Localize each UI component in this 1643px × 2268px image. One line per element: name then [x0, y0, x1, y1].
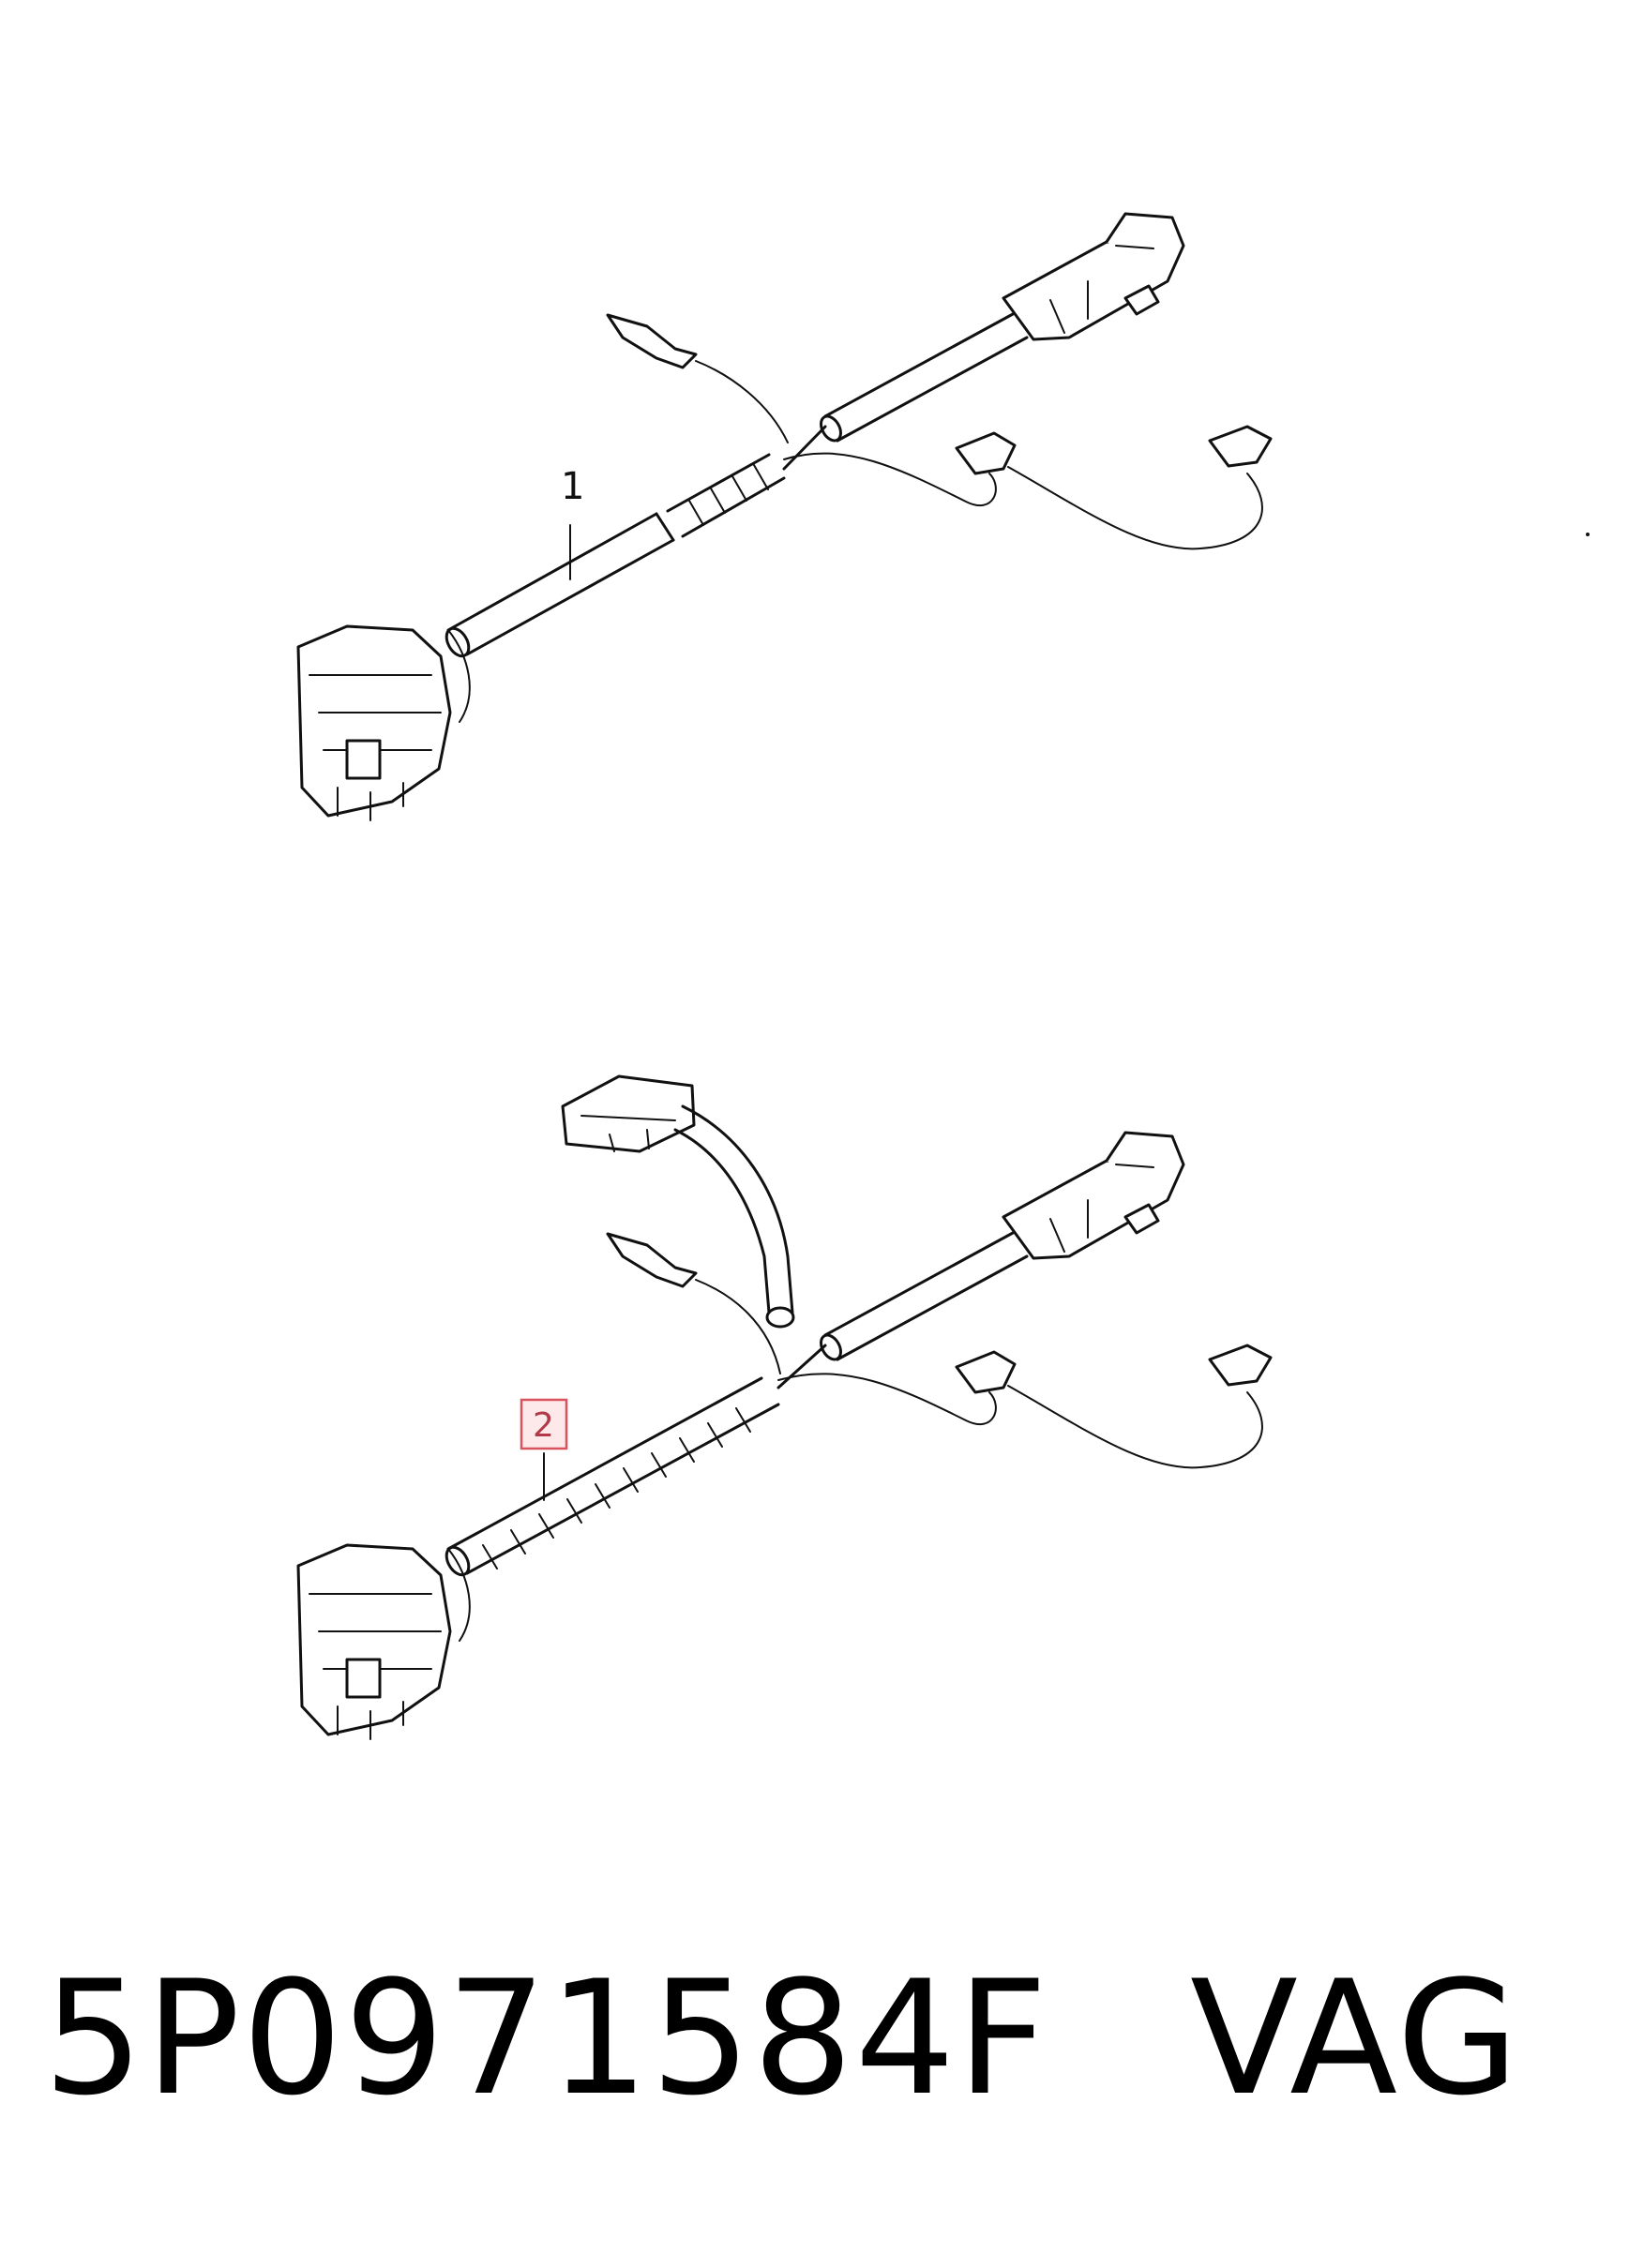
callout-2-box[interactable] — [520, 1398, 568, 1450]
stray-dot — [1586, 533, 1590, 536]
harness-assembly-2: 2 — [296, 1074, 1273, 1740]
callout-2-label[interactable]: 2 — [533, 1406, 554, 1445]
brand-name: VAG — [1190, 1946, 1521, 2130]
callout-1-label: 1 — [561, 465, 584, 508]
part-number: 5P0971584F — [43, 1946, 1050, 2130]
harness-assembly-1: 1 — [296, 212, 1273, 821]
